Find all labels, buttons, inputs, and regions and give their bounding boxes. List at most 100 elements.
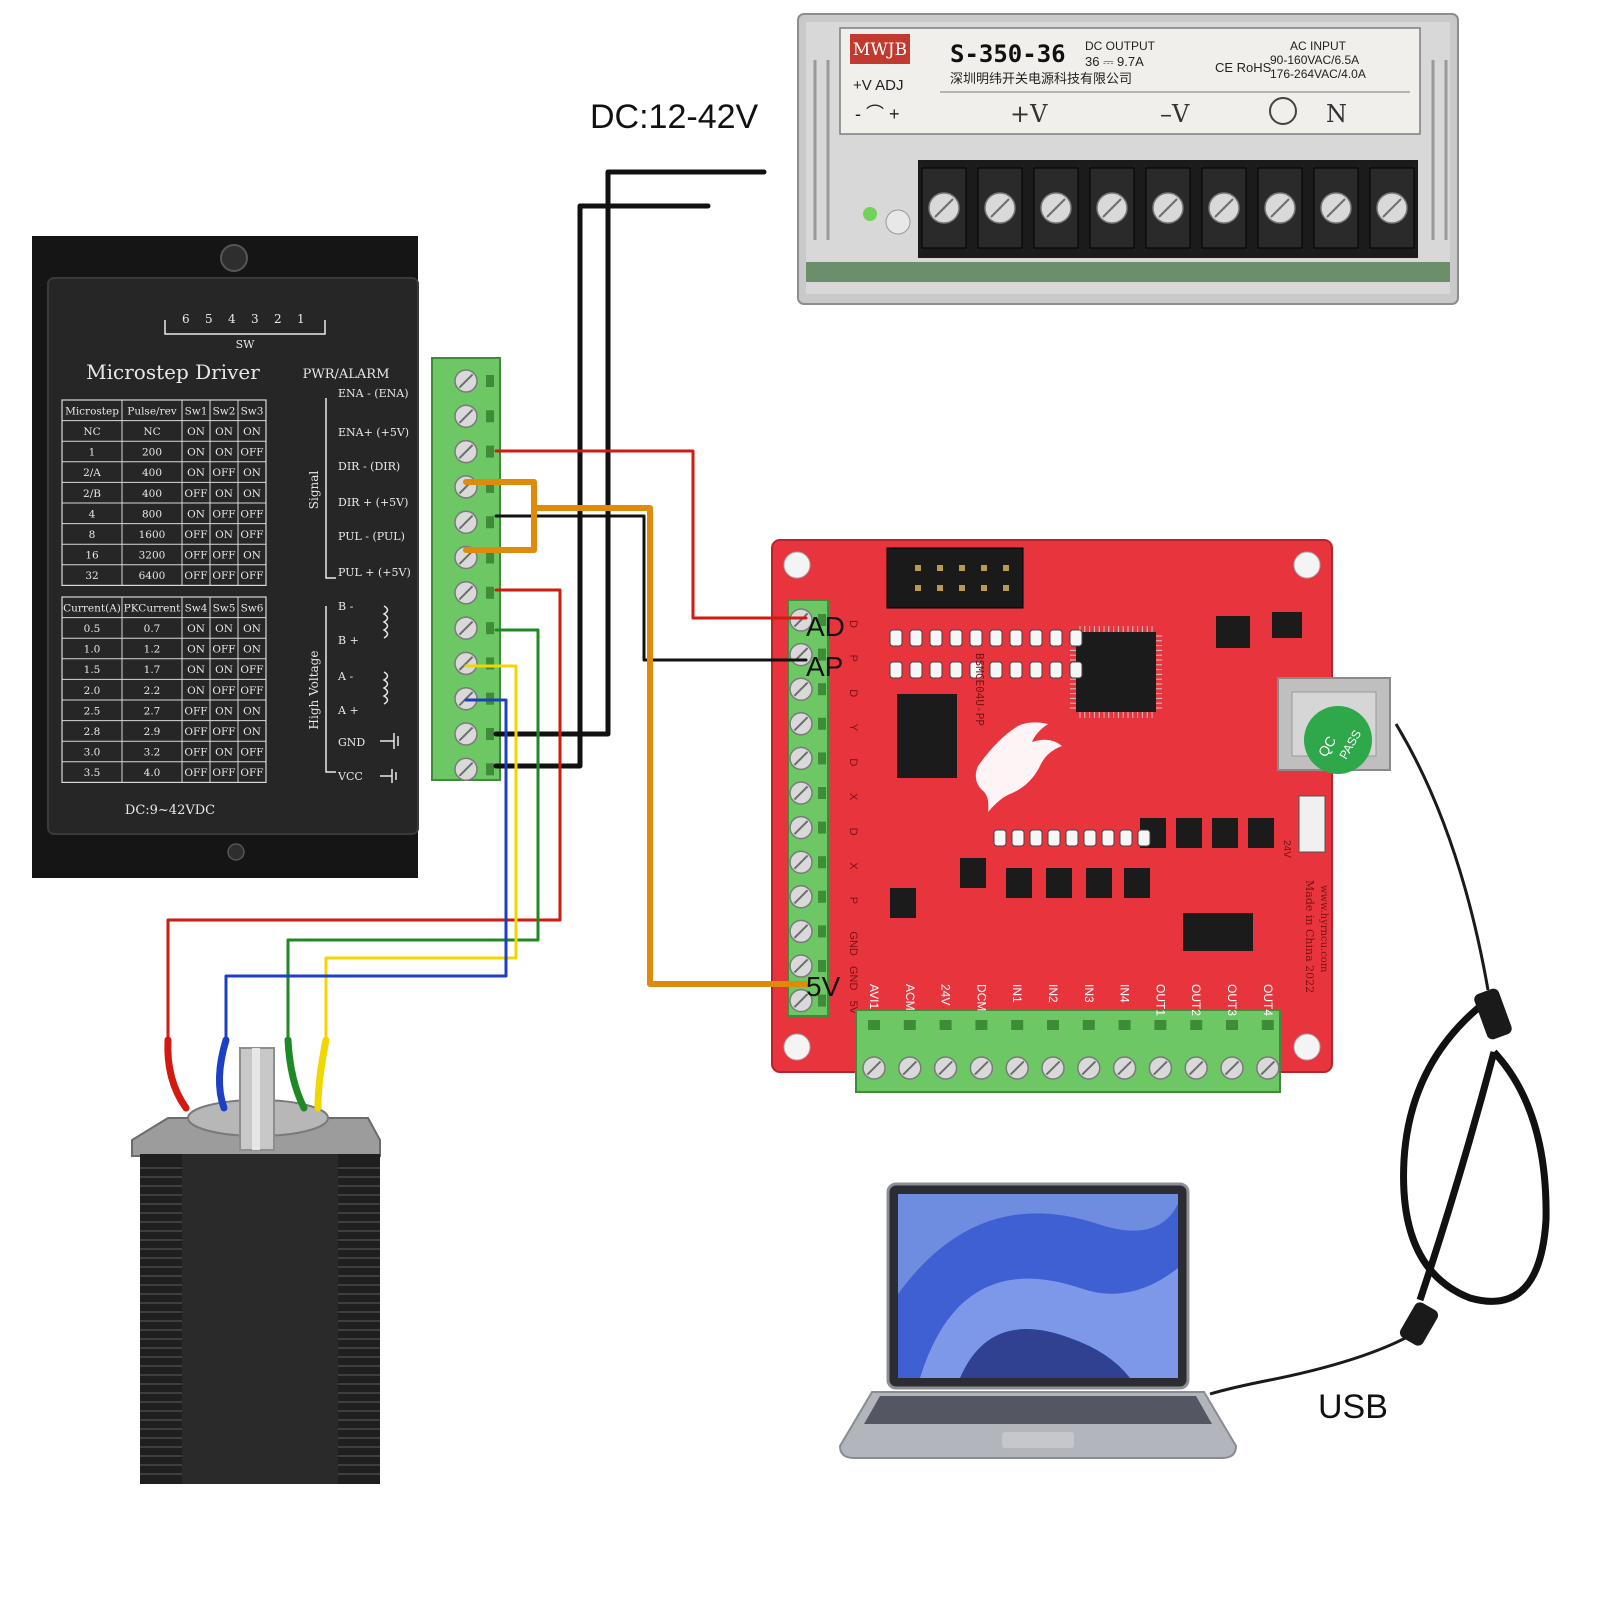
board-left-label: D [847,689,859,697]
board-ic [897,694,957,778]
board-bottom-label: IN4 [1118,984,1132,1003]
wire-motor-blue [224,698,508,1042]
table-header-cell: Pulse/rev [127,405,177,417]
table-cell: OFF [240,664,263,676]
psu-ac-line2: 176-264VAC/4.0A [1270,67,1366,81]
table-cell: ON [187,623,205,635]
table-cell: 1600 [139,529,166,541]
board-left-label: Y [847,724,859,732]
table-cell: OFF [240,570,263,582]
board-bottom-terminal-strip [855,1009,1281,1093]
board-bottom-label: IN2 [1046,984,1060,1003]
table-cell: OFF [212,644,235,656]
table-header-cell: Current(A) [63,602,121,614]
driver-signal-group: Signal [307,471,321,510]
table-cell: NC [83,426,100,438]
table-cell: 1.2 [144,644,161,656]
table-cell: ON [187,685,205,697]
driver-mount-screw [220,244,248,272]
table-cell: 4 [89,508,96,520]
table-cell: ON [187,426,205,438]
driver-terminal-label: ENA - (ENA) [338,387,409,400]
driver-terminal-label: DIR + (+5V) [338,496,408,509]
psu-dc-output-value: 36 ⎓ 9.7A [1085,54,1144,69]
driver-terminal-label: A - [337,670,353,683]
table-cell: NC [143,426,160,438]
table-cell: ON [243,726,261,738]
table-cell: 2/A [83,467,101,479]
laptop-trackpad [1002,1432,1074,1448]
psu-maker: 深圳明纬开关电源科技有限公司 [950,71,1132,86]
table-header-cell: Sw5 [213,602,236,614]
psu-adj-knob-label: - ⌒ + [855,104,900,124]
table-cell: ON [215,529,233,541]
table-cell: OFF [240,447,263,459]
usb-a-plug [1474,988,1512,1040]
psu-ac-input-title: AC INPUT [1290,39,1347,53]
table-cell: OFF [240,767,263,779]
table-cell: ON [243,705,261,717]
motion-controller-board: BSMCE04U-PP Made in China 2022 www.hyrnc… [771,539,1391,1093]
table-cell: 2.7 [144,705,161,717]
table-header-cell: Sw6 [241,602,264,614]
5v-label: 5V [806,971,841,1002]
table-cell: 400 [142,467,162,479]
table-cell: 8 [89,529,96,541]
table-cell: 2/B [83,488,101,500]
table-cell: OFF [212,767,235,779]
psu-power-led [863,207,877,221]
board-bottom-label: OUT3 [1225,984,1239,1016]
driver-dc-range: DC:9~42VDC [125,803,215,818]
table-cell: ON [215,623,233,635]
table-cell: 2.5 [84,705,101,717]
qc-pass-sticker [1304,706,1372,774]
board-left-label: D [847,758,859,766]
wires [164,169,809,1112]
driver-hv-group: High Voltage [307,651,321,730]
laptop [838,1182,1238,1459]
driver-terminal-label: DIR - (DIR) [338,460,400,473]
board-idc-header [886,547,1024,609]
table-header-cell: Sw4 [185,602,208,614]
wire-motor-red [166,588,562,1042]
table-cell: ON [243,550,261,562]
table-cell: 400 [142,488,162,500]
eagle-logo-icon [975,722,1062,812]
board-bottom-label: IN1 [1010,984,1024,1003]
table-cell: OFF [240,685,263,697]
table-cell: OFF [184,570,207,582]
board-24v-label: 24V [1281,840,1292,858]
table-cell: OFF [184,767,207,779]
table-cell: 1 [89,447,96,459]
board-bottom-label: OUT4 [1261,984,1275,1016]
board-left-label: D [847,828,859,836]
earth-icon [1269,97,1297,125]
table-cell: 0.5 [84,623,101,635]
driver-terminal-label: PUL - (PUL) [338,530,405,543]
driver-terminal-label: PUL + (+5V) [338,566,411,579]
table-cell: ON [215,447,233,459]
psu-plus-v: +V [1010,100,1048,128]
board-left-label: GND [847,931,859,956]
table-header-cell: Sw2 [213,405,236,417]
psu-minus-v: –V [1160,100,1190,128]
driver-pwr-alarm: PWR/ALARM [303,367,390,382]
board-bottom-label: OUT1 [1153,984,1167,1016]
table-cell: 3.2 [144,747,161,759]
psu-dc-output-title: DC OUTPUT [1085,39,1156,53]
table-cell: ON [215,747,233,759]
ad-label: AD [806,611,845,642]
board-bottom-label: ACM [903,984,917,1011]
table-header-cell: PKCurrent [124,602,181,614]
board-bottom-label: OUT2 [1189,984,1203,1016]
table-header-cell: Sw1 [185,405,208,417]
coil-b-icon [382,605,389,639]
table-cell: 3.5 [84,767,101,779]
psu-model: S-350-36 [950,40,1066,68]
table-cell: 16 [85,550,99,562]
table-cell: ON [243,644,261,656]
psu-brand: MWJB [853,40,907,60]
